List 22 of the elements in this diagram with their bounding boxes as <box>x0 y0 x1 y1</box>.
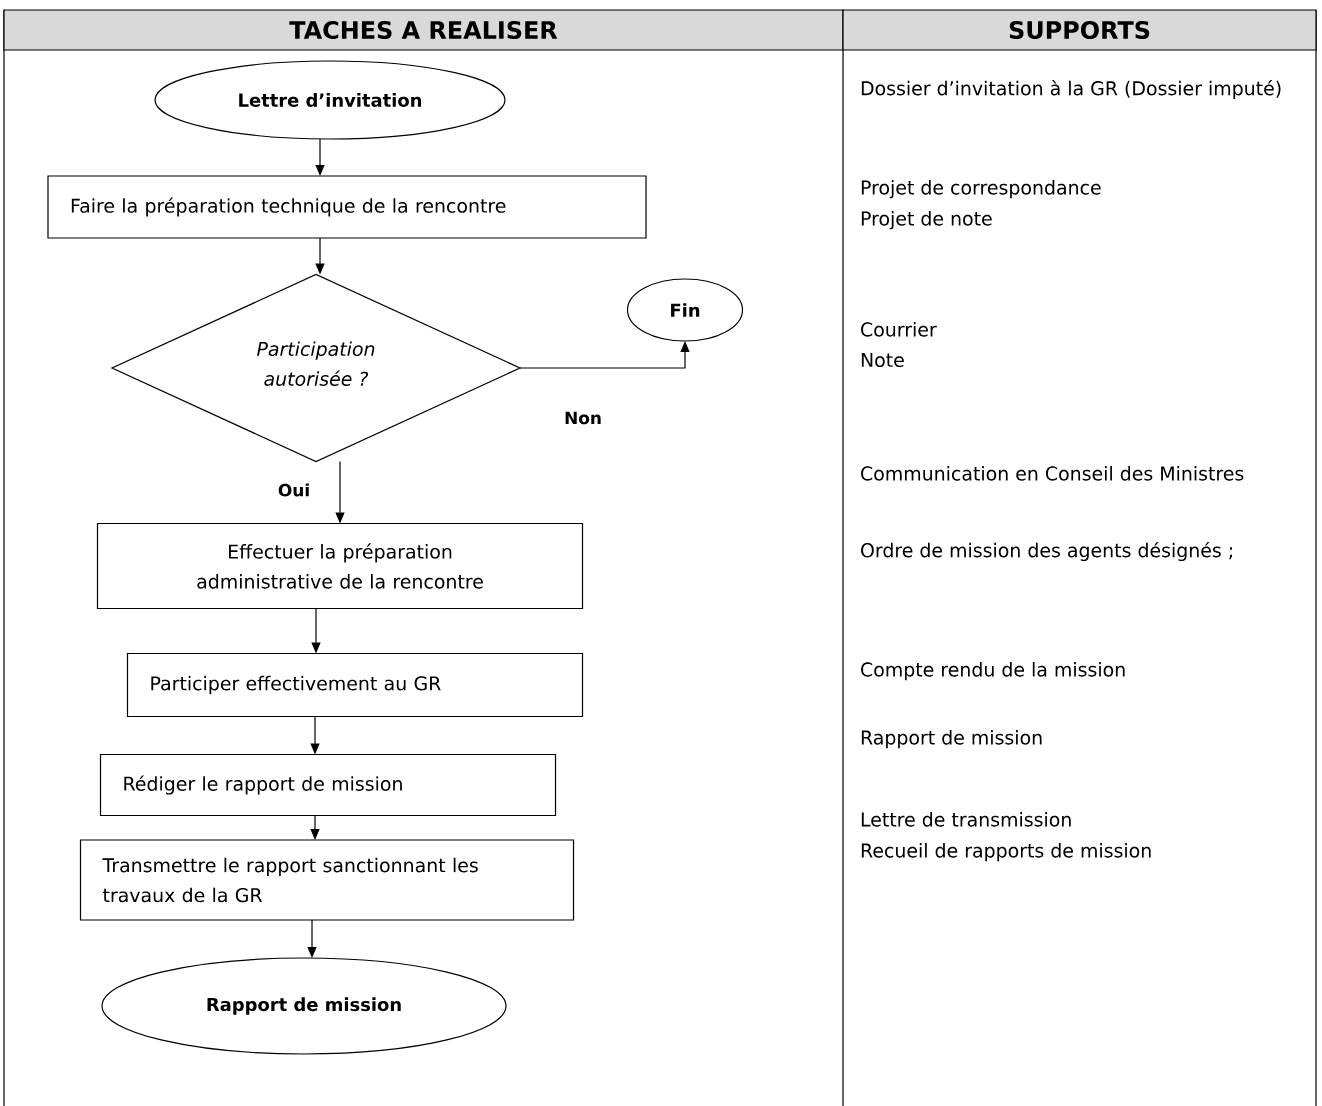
process-box: Rédiger le rapport de mission <box>99 753 557 817</box>
support-text: Projet de correspondance <box>861 180 1101 199</box>
support-text: Recueil de rapports de mission <box>861 843 1151 862</box>
column-header: TACHES A REALISER <box>3 9 844 51</box>
support-text: Ordre de mission des agents désignés ; <box>861 542 1232 562</box>
support-text: Projet de note <box>861 211 992 230</box>
support-text: Dossier d’invitation à la GR (Dossier imputé) <box>861 80 1281 100</box>
support-text: Compte rendu de la mission <box>861 662 1125 681</box>
support-text: Note <box>861 353 904 368</box>
support-text: Courrier <box>861 322 937 337</box>
edge-label: Non <box>563 410 603 426</box>
arrow <box>310 814 320 840</box>
process-box: Transmettre le rapport sanctionnant les travaux de la GR <box>79 839 575 921</box>
column-header: SUPPORTS <box>842 9 1317 51</box>
process-box: Faire la préparation technique de la rencontre <box>47 175 647 239</box>
process-box: Effectuer la préparation administrative de la rencontre <box>96 522 584 610</box>
process-box: Participer effectivement au GR <box>126 652 584 718</box>
arrow <box>307 919 317 958</box>
support-text: Communication en Conseil des Ministres <box>861 466 1244 481</box>
support-text: Rapport de mission <box>861 730 1042 749</box>
edge-label: Oui <box>276 482 312 498</box>
support-text: Lettre de transmission <box>861 812 1071 827</box>
